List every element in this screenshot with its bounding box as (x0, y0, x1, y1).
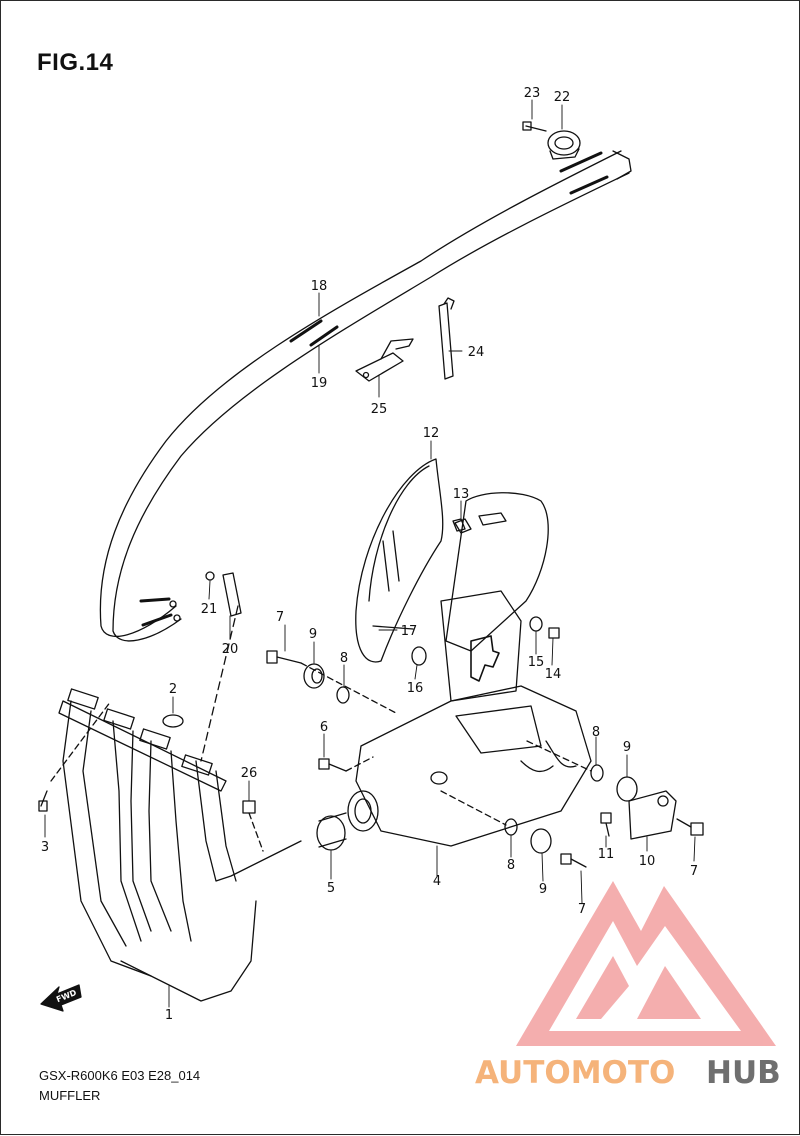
callout-10: 10 (639, 854, 656, 869)
model-code: GSX-R600K6 E03 E28_014 (39, 1068, 201, 1083)
callout-9-lower: 9 (539, 882, 547, 897)
figure-title: FIG.14 (37, 49, 114, 76)
watermark-text-hub: HUB (706, 1055, 781, 1091)
callout-13: 13 (453, 487, 470, 502)
cable-bracket-25 (355, 338, 414, 382)
bolt-7-upper (266, 650, 397, 714)
bolt-11 (600, 812, 612, 837)
callout-21: 21 (201, 602, 218, 617)
bolt-23 (522, 121, 547, 132)
bolt-6 (318, 756, 374, 772)
bracket-20 (200, 572, 242, 762)
callout-18: 18 (311, 279, 328, 294)
bolt-26 (242, 800, 264, 852)
callout-11: 11 (598, 847, 615, 862)
bolt-7-right (676, 818, 704, 836)
rubber-9-upper (303, 663, 325, 689)
callout-labels: 22 23 18 19 24 25 12 13 17 16 15 14 20 2… (41, 86, 698, 1023)
callout-17: 17 (401, 624, 418, 639)
callout-16: 16 (407, 681, 424, 696)
collar-8-lower (440, 790, 518, 836)
forward-direction-arrow (40, 984, 82, 1012)
callout-15: 15 (528, 655, 545, 670)
callout-5: 5 (327, 881, 335, 896)
rubber-9-lower (530, 828, 552, 854)
callout-20: 20 (222, 642, 239, 657)
callout-2: 2 (169, 682, 177, 697)
callout-24: 24 (468, 345, 485, 360)
callout-22: 22 (554, 90, 571, 105)
watermark-logo (516, 881, 776, 1046)
exhaust-joint (316, 790, 379, 851)
callout-9-right: 9 (623, 740, 631, 755)
stud-3 (38, 700, 112, 812)
leader-lines (44, 99, 696, 1008)
exhaust-header-1 (58, 688, 302, 1002)
callout-25: 25 (371, 402, 388, 417)
callout-14: 14 (545, 667, 562, 682)
cable-pulley-22 (547, 130, 581, 160)
callout-3: 3 (41, 840, 49, 855)
throttle-cables (99, 150, 632, 642)
bolt-7-lower (560, 853, 587, 868)
cable-clamp-24 (438, 297, 455, 380)
watermark-text-automoto: AUTOMOTO (475, 1055, 675, 1091)
collar-8-right (526, 740, 604, 782)
callout-7-upper: 7 (276, 610, 284, 625)
callout-12: 12 (423, 426, 440, 441)
callout-7-lower: 7 (578, 902, 586, 917)
bracket-13 (454, 518, 472, 534)
rubber-16 (411, 646, 427, 666)
callout-8-right: 8 (592, 725, 600, 740)
callout-8-lower: 8 (507, 858, 515, 873)
callout-26: 26 (241, 766, 258, 781)
callout-9-upper: 9 (309, 627, 317, 642)
bolt-14-nut-15 (529, 616, 560, 639)
callout-19: 19 (311, 376, 328, 391)
gasket-2 (162, 714, 184, 728)
muffler-cover-12 (355, 458, 444, 663)
callout-4: 4 (433, 874, 441, 889)
washer-8-upper (336, 686, 350, 704)
watermark-wordmark: AUTOMOTO HUB (475, 1055, 781, 1091)
callout-8-upper: 8 (340, 651, 348, 666)
rubber-9-right (616, 776, 638, 802)
callout-7-right: 7 (690, 864, 698, 879)
bracket-10 (628, 790, 677, 840)
callout-6: 6 (320, 720, 328, 735)
callout-23: 23 (524, 86, 541, 101)
nut-21 (205, 571, 215, 581)
muffler-body-4 (355, 590, 592, 847)
heat-shield-plate (445, 492, 549, 652)
section-name: MUFFLER (39, 1088, 101, 1103)
callout-1: 1 (165, 1008, 173, 1023)
